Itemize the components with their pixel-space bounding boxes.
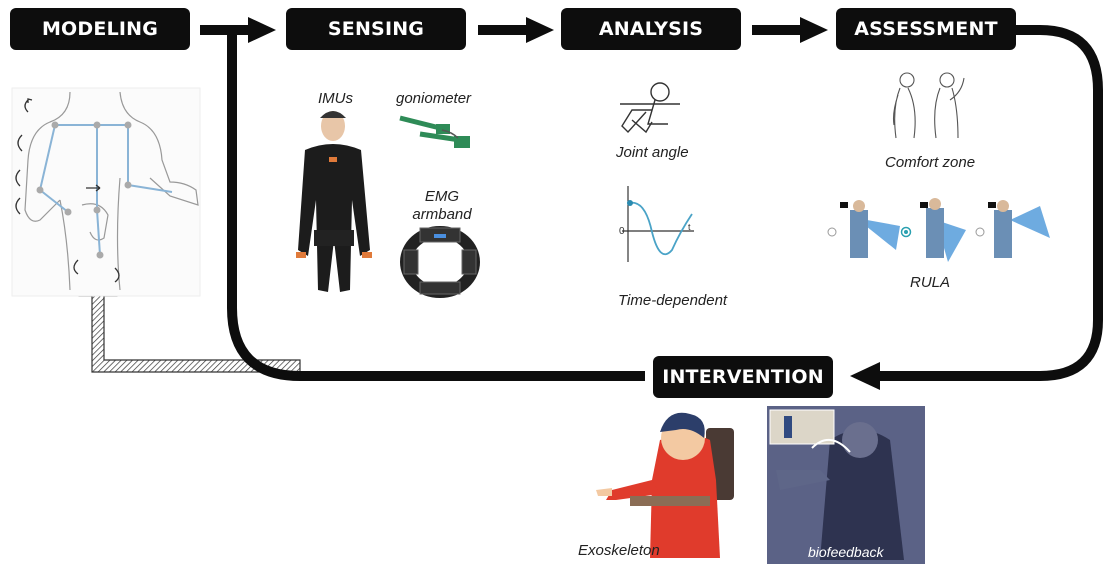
imu-suit-person-icon [296, 111, 372, 292]
stage-sensing: SENSING [286, 8, 466, 50]
arrow-to-analysis [526, 17, 554, 43]
rula-figures-icon [827, 198, 1050, 262]
joint-angle-label: Joint angle [616, 144, 689, 161]
comfort-zone-label: Comfort zone [885, 154, 976, 171]
biofeedback-label: biofeedback [808, 544, 884, 560]
arrow-to-assessment [800, 17, 828, 43]
stage-analysis: ANALYSIS [561, 8, 741, 50]
sine-curve-icon: 0 t [619, 186, 694, 262]
posture-figures-icon [892, 72, 965, 139]
graph-t-label: t [688, 222, 691, 232]
loop-arrow-left [227, 30, 645, 381]
emg-label-line2: armband [412, 206, 472, 223]
time-dependent-label: Time-dependent [618, 292, 728, 309]
human-body-model-icon [11, 87, 201, 297]
imus-label: IMUs [318, 90, 353, 107]
exoskeleton-label: Exoskeleton [578, 542, 660, 559]
arrow-to-sensing [248, 17, 276, 43]
biofeedback-photo-icon [767, 406, 925, 564]
goniometer-sensor-icon [399, 115, 470, 148]
emg-label-line1: EMG [424, 188, 460, 205]
emg-armband-icon [400, 226, 480, 298]
goniometer-label: goniometer [396, 90, 472, 107]
loop-arrow-right [880, 25, 1103, 381]
stage-modeling: MODELING [10, 8, 190, 50]
stage-assessment: ASSESSMENT [836, 8, 1016, 50]
graph-zero-label: 0 [619, 226, 625, 237]
joint-angle-figure-icon [620, 82, 680, 134]
rula-label: RULA [910, 274, 951, 291]
exoskeleton-person-icon [596, 412, 734, 558]
stage-intervention: INTERVENTION [653, 356, 833, 398]
